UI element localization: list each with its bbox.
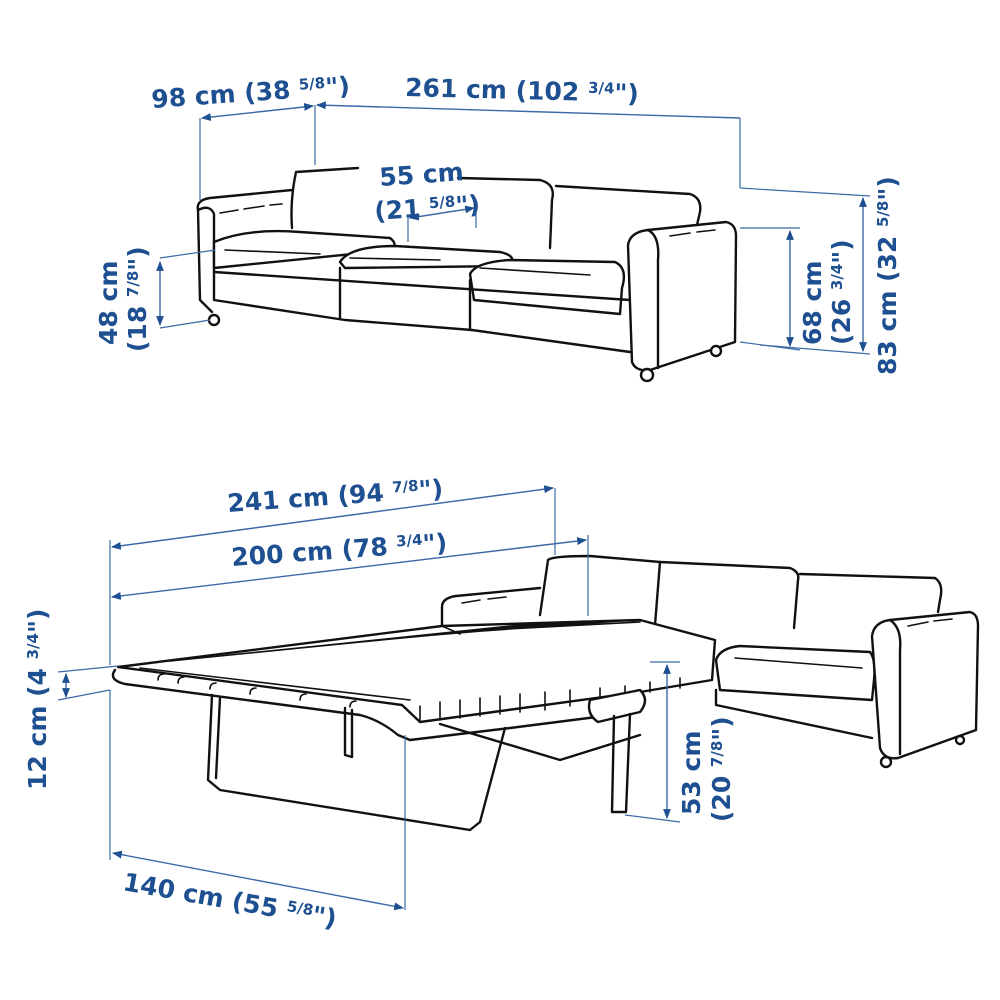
seat-height-inch-label: (18 7/8") bbox=[123, 246, 152, 352]
bed-width-label: 140 cm (55 5/8") bbox=[121, 867, 339, 933]
sofa-bed-dimension-lines bbox=[57, 485, 681, 911]
total-height-label: 83 cm (32 5/8") bbox=[873, 176, 902, 375]
sofa-bed-drawing bbox=[111, 554, 980, 832]
seat-depth-label: 55 cm bbox=[378, 157, 464, 192]
depth-label: 98 cm (38 5/8") bbox=[150, 71, 350, 114]
sofa-dimension-lines bbox=[156, 101, 871, 355]
width-label: 261 cm (102 3/4") bbox=[405, 73, 639, 108]
mattress-thickness-label: 12 cm (4 3/4") bbox=[23, 609, 52, 790]
bed-height-inch-label: (20 7/8") bbox=[707, 716, 736, 822]
frame-hooks bbox=[157, 673, 357, 708]
extended-length-label: 241 cm (94 7/8") bbox=[226, 474, 444, 518]
seat-depth-inch-label: (21 5/8") bbox=[373, 190, 480, 226]
arm-height-inch-label: (26 3/4") bbox=[827, 239, 856, 345]
bed-height-label: 53 cm bbox=[677, 731, 706, 815]
seat-height-label: 48 cm bbox=[94, 261, 123, 345]
sofa-drawing bbox=[196, 166, 738, 383]
bed-length-label: 200 cm (78 3/4") bbox=[230, 528, 448, 572]
arm-height-label: 68 cm bbox=[798, 261, 827, 345]
